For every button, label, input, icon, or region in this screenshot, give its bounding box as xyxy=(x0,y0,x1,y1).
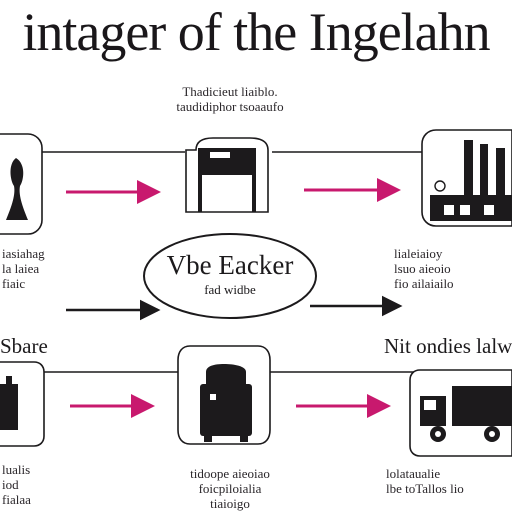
left-caption-line: iasiahag xyxy=(2,246,45,261)
right-section-heading: Nit ondies lalw xyxy=(384,334,512,358)
left-caption-line: lualis xyxy=(2,462,31,477)
right-caption-row3: lolataualie lbe toTallos lio xyxy=(386,466,464,496)
bottom-caption-line3: tiaioigo xyxy=(210,496,250,511)
top-caption-line1: Thadicieut liaiblo. xyxy=(182,84,278,99)
right-caption-line: lialeiaioy xyxy=(394,246,443,261)
left-caption-row1: iasiahag la laiea fiaic xyxy=(2,246,45,291)
center-oval-sublabel: fad widbe xyxy=(204,282,256,297)
vase-silhouette-icon xyxy=(0,133,43,235)
right-caption-line: lsuo aieoio xyxy=(394,261,451,276)
oven-machine-icon xyxy=(185,137,269,213)
top-caption: Thadicieut liaiblo. taudidiphor tsoaaufo xyxy=(130,84,330,114)
bottom-caption-line1: tidoope aieoiao xyxy=(190,466,270,481)
bottom-caption-line2: foicpiloialia xyxy=(198,481,262,496)
left-caption-line: iod xyxy=(2,477,19,492)
center-oval xyxy=(143,233,317,319)
page-title: intager of the Ingelahn xyxy=(22,2,490,62)
left-caption-line: fialaa xyxy=(2,492,31,507)
right-caption-line: lbe toTallos lio xyxy=(386,481,464,496)
truck-icon xyxy=(409,369,512,457)
left-caption-line: la laiea xyxy=(2,261,40,276)
left-section-heading: Sbare xyxy=(0,334,48,358)
top-caption-line2: taudidiphor tsoaaufo xyxy=(176,99,284,114)
right-caption-line: lolataualie xyxy=(386,466,441,481)
right-caption-row1: lialeiaioy lsuo aieoio fio ailaiailo xyxy=(394,246,454,291)
bottom-caption: tidoope aieoiao foicpiloialia tiaioigo xyxy=(140,466,320,511)
center-oval-label: Vbe Eacker xyxy=(166,250,294,280)
machine-icon xyxy=(0,361,45,447)
factory-icon xyxy=(421,129,512,227)
freezer-unit-icon xyxy=(177,345,271,445)
right-caption-line: fio ailaiailo xyxy=(394,276,454,291)
left-caption-line: fiaic xyxy=(2,276,26,291)
left-caption-row3: lualis iod fialaa xyxy=(2,462,31,507)
